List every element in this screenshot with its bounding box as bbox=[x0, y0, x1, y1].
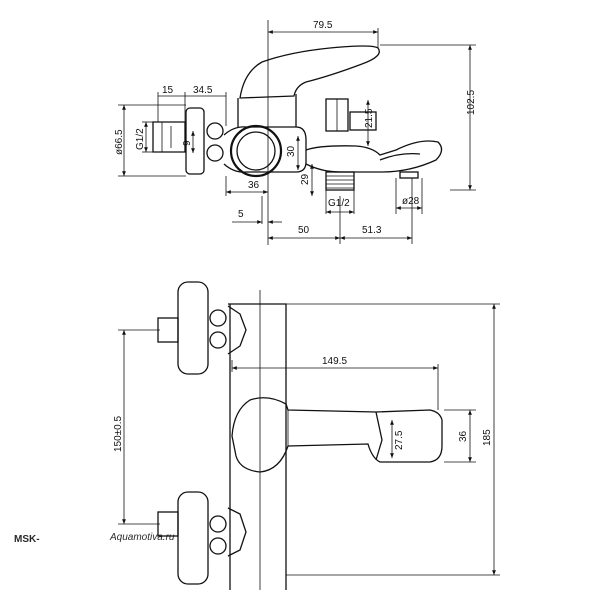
dim-36-front: 36 bbox=[458, 430, 469, 442]
front-lever bbox=[231, 397, 443, 473]
dim-9: 9 bbox=[182, 140, 193, 146]
spout bbox=[305, 140, 443, 173]
dim-27-5: 27.5 bbox=[394, 430, 405, 450]
dim-30: 30 bbox=[286, 145, 297, 157]
dim-102-5: 102.5 bbox=[466, 90, 477, 115]
dim-149-5: 149.5 bbox=[322, 356, 347, 367]
escutcheon-flange bbox=[185, 107, 205, 175]
dim-d66-5: ø66.5 bbox=[114, 129, 125, 155]
aerator bbox=[399, 171, 419, 179]
inlet-connector bbox=[152, 121, 186, 153]
upper-inlet-nipple bbox=[157, 317, 179, 343]
dim-5: 5 bbox=[238, 209, 244, 220]
upper-flange bbox=[177, 281, 209, 375]
watermark-script: Aquamotiva.ru bbox=[109, 532, 175, 543]
dim-15: 15 bbox=[162, 85, 174, 96]
dim-g12-left: G1/2 bbox=[135, 128, 146, 150]
dim-185: 185 bbox=[482, 429, 493, 446]
front-body bbox=[228, 303, 287, 590]
diverter-knob bbox=[229, 124, 283, 178]
front-view: 149.5 150±0.5 27.5 36 185 bbox=[113, 281, 500, 590]
dim-34-5: 34.5 bbox=[193, 85, 213, 96]
dim-150: 150±0.5 bbox=[113, 415, 124, 452]
watermark: MSK- Aquamotiva.ru bbox=[14, 532, 175, 545]
dim-21-5: 21.5 bbox=[364, 108, 375, 128]
dim-50: 50 bbox=[298, 225, 310, 236]
dim-79-5: 79.5 bbox=[313, 20, 333, 31]
watermark-brand: MSK- bbox=[14, 534, 40, 545]
dim-36-top: 36 bbox=[248, 180, 260, 191]
threaded-outlet bbox=[325, 171, 355, 191]
dim-g12-bottom: G1/2 bbox=[328, 198, 350, 209]
dim-d28: ø28 bbox=[402, 196, 420, 207]
eccentric-circle-top bbox=[206, 122, 224, 140]
lower-flange bbox=[177, 491, 209, 585]
top-view: 79.5 15 34.5 102.5 21.5 ø66.5 G1/2 9 30 … bbox=[114, 20, 477, 245]
eccentric-circle-bottom bbox=[206, 144, 224, 162]
dim-51-3: 51.3 bbox=[362, 225, 382, 236]
dim-29: 29 bbox=[300, 173, 311, 185]
lever-handle bbox=[239, 45, 380, 99]
